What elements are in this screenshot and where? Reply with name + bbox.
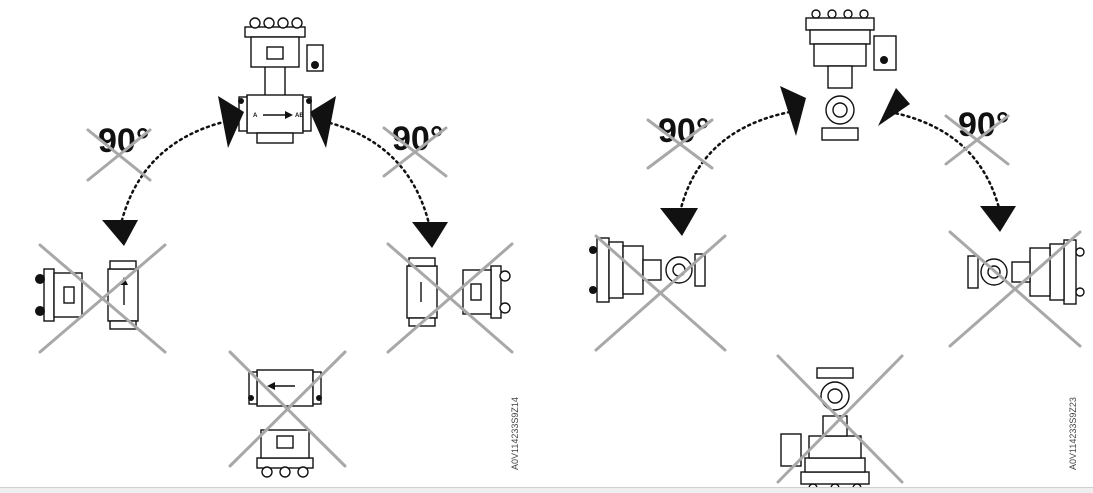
left-panel: A AB 90° 90° [35, 17, 520, 478]
valve-rotated-right-icon [406, 257, 511, 327]
arrowhead-bottom-right [412, 222, 448, 248]
rotation-arc-right [316, 118, 432, 230]
document-id-right: A0V114233S9Z23 [1068, 397, 1078, 470]
arrowhead-bottom-right [980, 206, 1016, 232]
angle-label-right: 90° [958, 106, 1009, 144]
flow-label-out: AB [295, 113, 304, 119]
arrowhead-top-left [218, 96, 244, 148]
prohibited-cross-icon [38, 243, 167, 354]
valve-rotated-left-icon [35, 260, 139, 330]
rotation-arc-left [678, 110, 792, 214]
flow-label-in: A [253, 113, 258, 119]
valve-upright-icon: A AB [238, 17, 324, 144]
prohibited-cross-icon [594, 234, 727, 352]
angle-label-left: 90° [658, 112, 709, 150]
arrowhead-top-right [310, 96, 336, 148]
valve-upright-icon [805, 9, 897, 141]
rotation-arc-left [118, 118, 234, 230]
bottom-rule [0, 487, 1093, 493]
prohibited-cross-icon [386, 242, 514, 354]
valve-inverted-icon [248, 369, 322, 478]
cross-angle-right [382, 126, 448, 178]
cross-angle-left [646, 118, 714, 170]
valve-inverted-icon [780, 367, 870, 492]
prohibited-cross-icon [948, 230, 1082, 348]
valve-rotated-right-icon [967, 239, 1085, 305]
right-panel: 90° 90° [589, 9, 1085, 492]
arrowhead-top-left [780, 86, 806, 136]
angle-label-left: 90° [98, 122, 149, 160]
rotation-arc-right [888, 110, 1002, 214]
document-id-left: A0V114233S9Z14 [510, 397, 520, 470]
prohibited-cross-icon [776, 354, 904, 484]
prohibited-cross-icon [228, 350, 347, 468]
arrowhead-top-right [878, 88, 910, 126]
arrowhead-bottom-left [660, 208, 698, 236]
cross-angle-right [944, 114, 1010, 166]
cross-angle-left [86, 128, 152, 182]
arrowhead-bottom-left [102, 220, 138, 246]
